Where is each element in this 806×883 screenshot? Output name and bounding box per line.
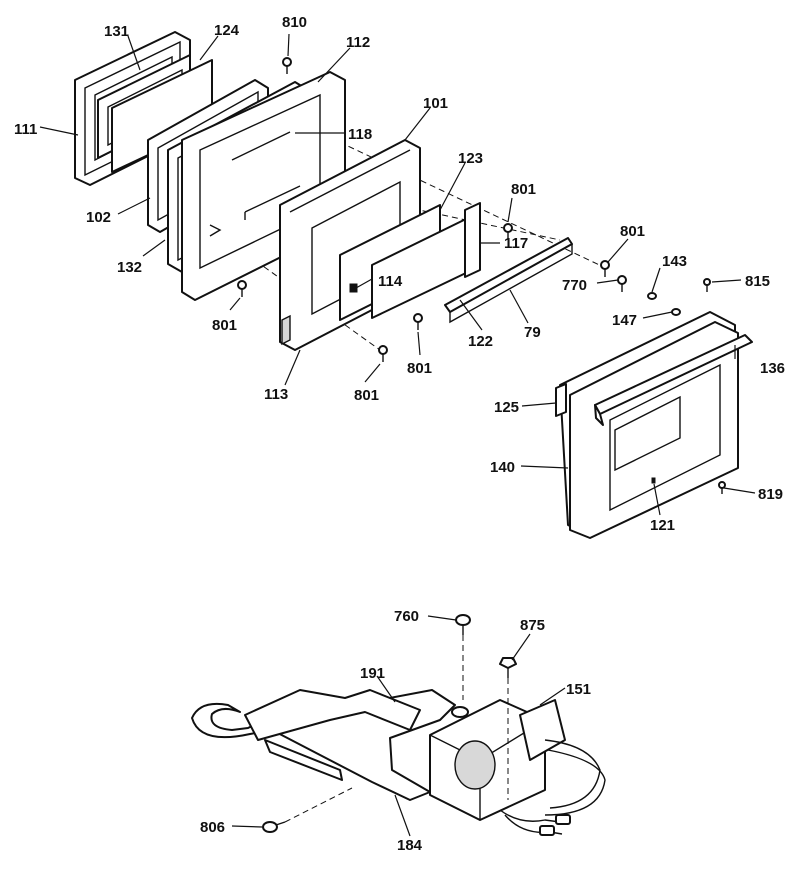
screw-801-c	[378, 345, 388, 362]
label-111: 111	[14, 121, 37, 138]
screw-806	[262, 787, 353, 833]
screw-815	[703, 278, 711, 292]
part-door-outer-panel-140	[559, 311, 739, 539]
label-191: 191	[360, 665, 385, 682]
label-801-left: 801	[212, 317, 237, 334]
label-815: 815	[745, 273, 770, 290]
label-801-bottom: 801	[354, 387, 379, 404]
label-123: 123	[458, 150, 483, 167]
label-147: 147	[612, 312, 637, 329]
part-side-strip-125	[555, 383, 567, 417]
label-801-right: 801	[620, 223, 645, 240]
label-79: 79	[524, 324, 541, 341]
label-184: 184	[397, 837, 423, 854]
oven-door-assembly	[39, 31, 756, 539]
label-801-center: 801	[407, 360, 432, 377]
label-760: 760	[394, 608, 419, 625]
screw-801-e	[600, 260, 610, 277]
label-114: 114	[378, 273, 403, 290]
part-label-114	[349, 283, 358, 293]
label-875: 875	[520, 617, 545, 634]
screw-801-d	[503, 223, 513, 240]
label-151: 151	[566, 681, 591, 698]
label-118: 118	[348, 126, 372, 143]
washer-147	[671, 308, 681, 316]
label-143: 143	[662, 253, 687, 270]
screw-810	[282, 57, 292, 74]
screw-801-a	[237, 280, 247, 297]
label-101: 101	[423, 95, 448, 112]
label-102: 102	[86, 209, 111, 226]
part-door-handle-136	[594, 334, 753, 426]
label-801-upper-right: 801	[511, 181, 536, 198]
label-117: 117	[504, 235, 528, 252]
label-113: 113	[264, 386, 288, 403]
part-link-191	[244, 689, 421, 781]
part-trim-strip-79	[444, 237, 573, 324]
washer-143	[647, 292, 657, 300]
label-810: 810	[282, 14, 307, 31]
screw-801-b	[413, 313, 423, 330]
screw-760	[451, 614, 471, 718]
door-lock-assembly	[191, 614, 606, 837]
label-121: 121	[650, 517, 675, 534]
screw-770	[617, 275, 627, 292]
label-122: 122	[468, 333, 493, 350]
part-nameplate-121	[651, 477, 656, 484]
screw-875	[499, 657, 517, 800]
label-124: 124	[214, 22, 240, 39]
part-bracket-117	[464, 202, 481, 278]
label-770: 770	[562, 277, 587, 294]
label-819: 819	[758, 486, 783, 503]
label-125: 125	[494, 399, 519, 416]
screw-819	[718, 481, 726, 494]
label-131: 131	[104, 23, 129, 40]
label-806: 806	[200, 819, 225, 836]
label-112: 112	[346, 34, 370, 51]
part-number-labels: 131 124 810 112 101 111 118 123 102 801 …	[14, 14, 785, 854]
label-140: 140	[490, 459, 515, 476]
label-136: 136	[760, 360, 785, 377]
label-132: 132	[117, 259, 142, 276]
part-lock-motor-151	[429, 699, 606, 836]
